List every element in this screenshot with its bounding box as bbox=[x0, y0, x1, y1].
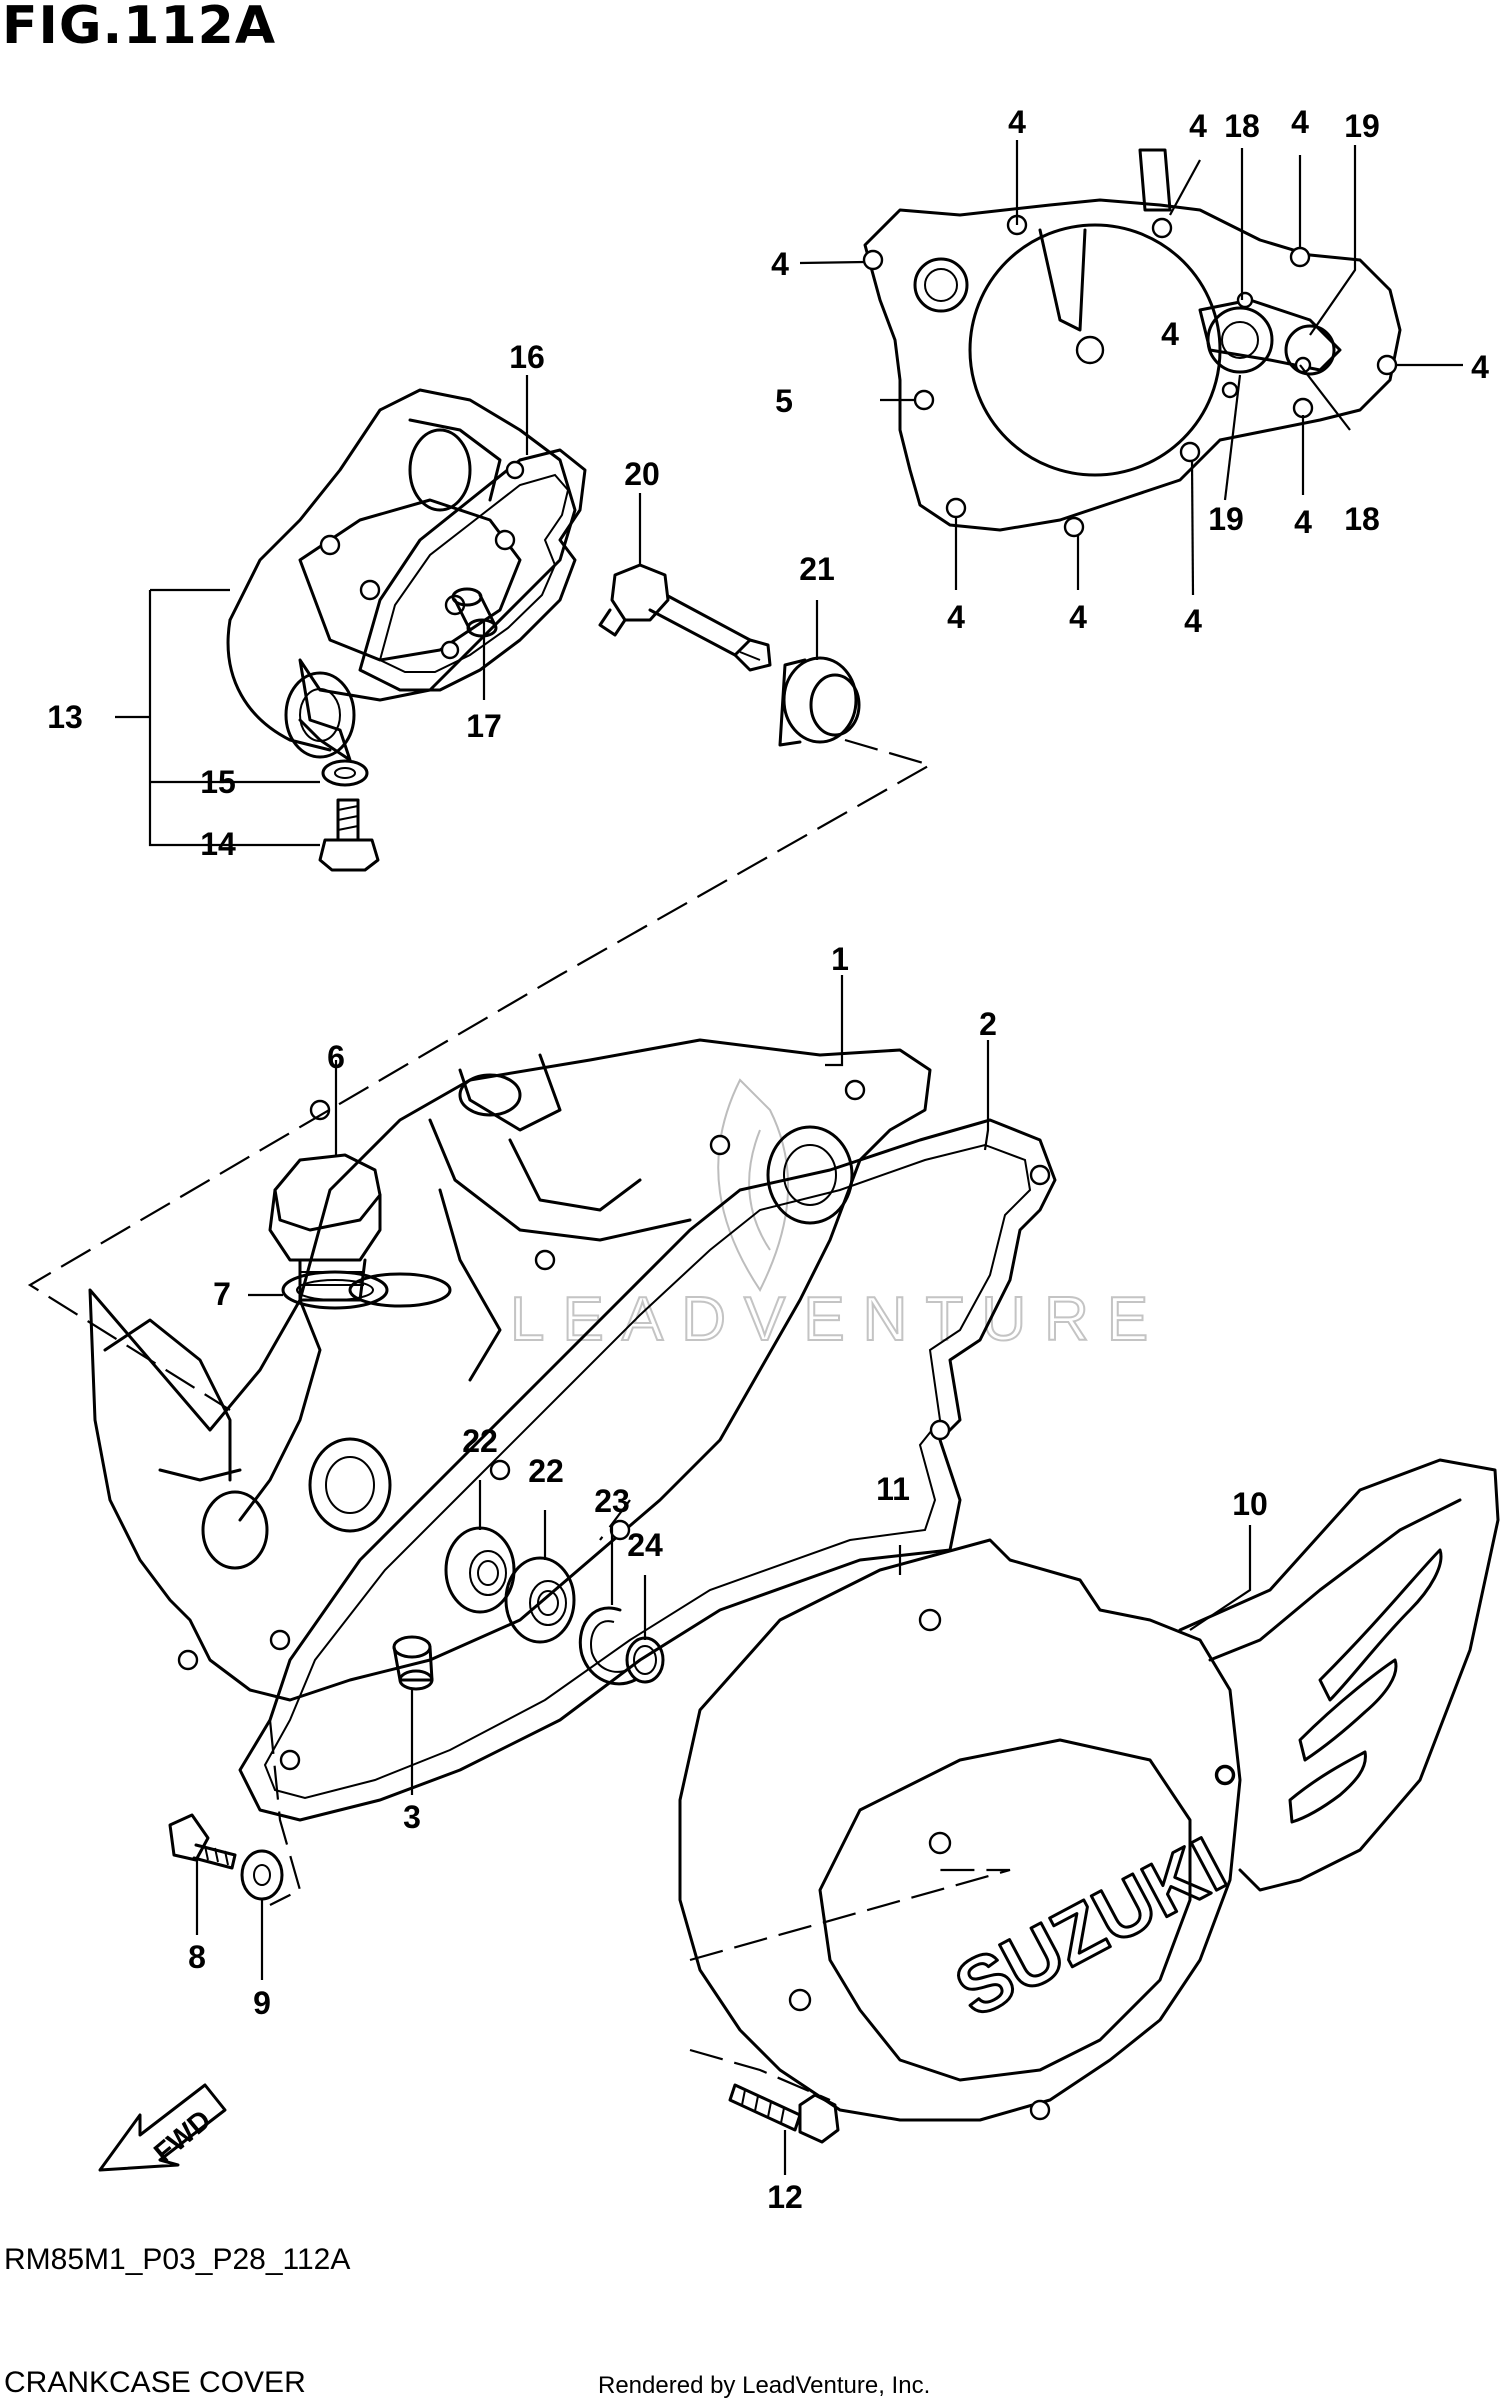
callout-4-bottom-d: 4 bbox=[1294, 504, 1312, 540]
figure-title: FIG.112A bbox=[2, 0, 277, 56]
dowel-pin-3 bbox=[392, 1635, 434, 1691]
water-pump-gasket bbox=[358, 448, 587, 692]
diagram-code: RM85M1_P03_P28_112A bbox=[4, 2243, 351, 2276]
washer-9 bbox=[240, 1849, 284, 1901]
callout-11: 11 bbox=[876, 1471, 910, 1507]
callout-18-top: 18 bbox=[1224, 108, 1260, 144]
suzuki-logo: SUZUKI bbox=[941, 1820, 1239, 2034]
callout-21: 21 bbox=[799, 551, 835, 587]
leader-lines bbox=[115, 140, 1463, 2175]
oil-filler-plug-6 bbox=[268, 1153, 382, 1302]
callout-12: 12 bbox=[767, 2179, 803, 2215]
washer-15 bbox=[321, 759, 369, 787]
callout-22-a: 22 bbox=[462, 1423, 498, 1459]
crankcase-cover-right bbox=[88, 1038, 932, 1702]
watermark-text: LEADVENTURE bbox=[510, 1285, 1166, 1354]
bearing-22b bbox=[504, 1556, 576, 1644]
callout-2: 2 bbox=[979, 1006, 997, 1042]
render-credit: Rendered by LeadVenture, Inc. bbox=[598, 2372, 931, 2399]
callout-23: 23 bbox=[594, 1483, 630, 1519]
callout-6: 6 bbox=[327, 1039, 345, 1075]
crankcase-cover-gasket bbox=[238, 1118, 1057, 1822]
bolt-8 bbox=[168, 1813, 237, 1870]
callout-20: 20 bbox=[624, 456, 660, 492]
callout-14: 14 bbox=[200, 826, 236, 862]
callout-18-bottom: 18 bbox=[1344, 501, 1380, 537]
callout-13: 13 bbox=[47, 699, 83, 735]
callout-10: 10 bbox=[1232, 1486, 1268, 1522]
magneto-cover-11: SUZUKI bbox=[678, 1538, 1242, 2122]
callout-24: 24 bbox=[627, 1527, 663, 1563]
callout-4-top-b: 4 bbox=[1189, 108, 1207, 144]
dowel-pin-17 bbox=[451, 587, 498, 638]
sprocket-cover-10 bbox=[1178, 1458, 1500, 1892]
callout-19-top: 19 bbox=[1344, 108, 1380, 144]
ring-24 bbox=[625, 1636, 665, 1684]
callout-4-top-c: 4 bbox=[1291, 104, 1309, 140]
fwd-arrow-icon: FWD bbox=[98, 2083, 227, 2172]
snap-ring-23 bbox=[578, 1606, 637, 1686]
callout-4-right: 4 bbox=[1471, 349, 1489, 385]
callout-17: 17 bbox=[466, 708, 502, 744]
callout-7: 7 bbox=[213, 1276, 231, 1312]
callout-9: 9 bbox=[253, 1985, 271, 2021]
callout-5: 5 bbox=[775, 383, 793, 419]
callout-4-bottom-c: 4 bbox=[1184, 603, 1202, 639]
callout-4-bottom-b: 4 bbox=[1069, 599, 1087, 635]
callout-8: 8 bbox=[188, 1939, 206, 1975]
impeller-shaft-20 bbox=[598, 563, 772, 672]
callout-4-left: 4 bbox=[771, 246, 789, 282]
callout-19-bottom: 19 bbox=[1208, 501, 1244, 537]
bolt-14 bbox=[318, 798, 380, 872]
fwd-label: FWD bbox=[148, 2104, 217, 2169]
callout-1: 1 bbox=[831, 941, 849, 977]
callout-labels: 1 2 3 4 4 4 4 4 4 4 4 4 4 5 6 7 8 9 10 1… bbox=[47, 104, 1489, 2215]
assembly-lines bbox=[27, 738, 1011, 2102]
callout-22-b: 22 bbox=[528, 1453, 564, 1489]
callout-4-bottom-a: 4 bbox=[947, 599, 965, 635]
o-ring-7 bbox=[281, 1270, 389, 1310]
watermark: LEADVENTURE bbox=[509, 1078, 1166, 1355]
callout-3: 3 bbox=[403, 1799, 421, 1835]
water-pump-body bbox=[226, 388, 577, 762]
bearing-22a bbox=[444, 1526, 516, 1614]
diagram-name: CRANKCASE COVER bbox=[4, 2366, 306, 2399]
cover-inner-view bbox=[862, 148, 1402, 538]
callout-4-top-a: 4 bbox=[1008, 104, 1026, 140]
oil-seal-21 bbox=[778, 656, 861, 747]
bolt-12 bbox=[728, 2083, 840, 2144]
callout-4-inner: 4 bbox=[1161, 316, 1179, 352]
callout-15: 15 bbox=[200, 764, 236, 800]
callout-16: 16 bbox=[509, 339, 545, 375]
